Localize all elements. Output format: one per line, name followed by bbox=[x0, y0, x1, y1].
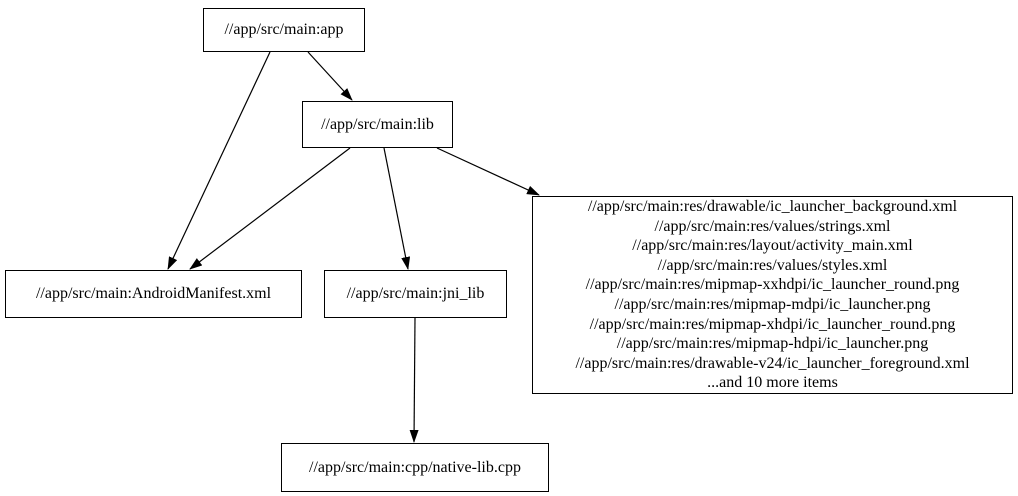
edge-jni-lib-to-native-cpp bbox=[409, 317, 419, 443]
node-native-lib-cpp: //app/src/main:cpp/native-lib.cpp bbox=[281, 443, 549, 492]
edge-app-to-manifest bbox=[167, 51, 271, 270]
node-lib-label: //app/src/main:lib bbox=[321, 115, 434, 133]
node-resources-group: //app/src/main:res/drawable/ic_launcher_… bbox=[532, 196, 1013, 394]
node-native-lib-cpp-label: //app/src/main:cpp/native-lib.cpp bbox=[309, 458, 521, 476]
node-android-manifest: //app/src/main:AndroidManifest.xml bbox=[5, 270, 302, 318]
resource-item: //app/src/main:res/values/styles.xml bbox=[657, 256, 888, 274]
node-android-manifest-label: //app/src/main:AndroidManifest.xml bbox=[35, 285, 272, 302]
resource-item: //app/src/main:res/mipmap-mdpi/ic_launch… bbox=[614, 296, 931, 313]
node-jni-lib: //app/src/main:jni_lib bbox=[324, 270, 507, 318]
edge-lib-to-jni-lib bbox=[383, 147, 411, 270]
resource-item: //app/src/main:res/mipmap-hdpi/ic_launch… bbox=[616, 335, 929, 353]
edge-lib-to-resources bbox=[436, 147, 540, 196]
resource-item: //app/src/main:res/drawable-v24/ic_launc… bbox=[575, 354, 970, 372]
resource-item: //app/src/main:res/mipmap-xxhdpi/ic_laun… bbox=[585, 276, 960, 294]
resource-more-items: ...and 10 more items bbox=[707, 374, 838, 392]
resource-item: //app/src/main:res/drawable/ic_launcher_… bbox=[587, 198, 958, 216]
node-app-label: //app/src/main:app bbox=[224, 21, 344, 38]
edge-app-to-lib bbox=[307, 51, 353, 101]
node-jni-lib-label: //app/src/main:jni_lib bbox=[346, 285, 485, 302]
node-app: //app/src/main:app bbox=[203, 8, 365, 52]
resource-item: //app/src/main:res/layout/activity_main.… bbox=[632, 237, 913, 255]
resource-item: //app/src/main:res/mipmap-xhdpi/ic_launc… bbox=[589, 315, 956, 333]
node-lib: //app/src/main:lib bbox=[302, 101, 453, 148]
resource-item: //app/src/main:res/values/strings.xml bbox=[654, 217, 891, 235]
edge-lib-to-manifest bbox=[189, 147, 351, 270]
